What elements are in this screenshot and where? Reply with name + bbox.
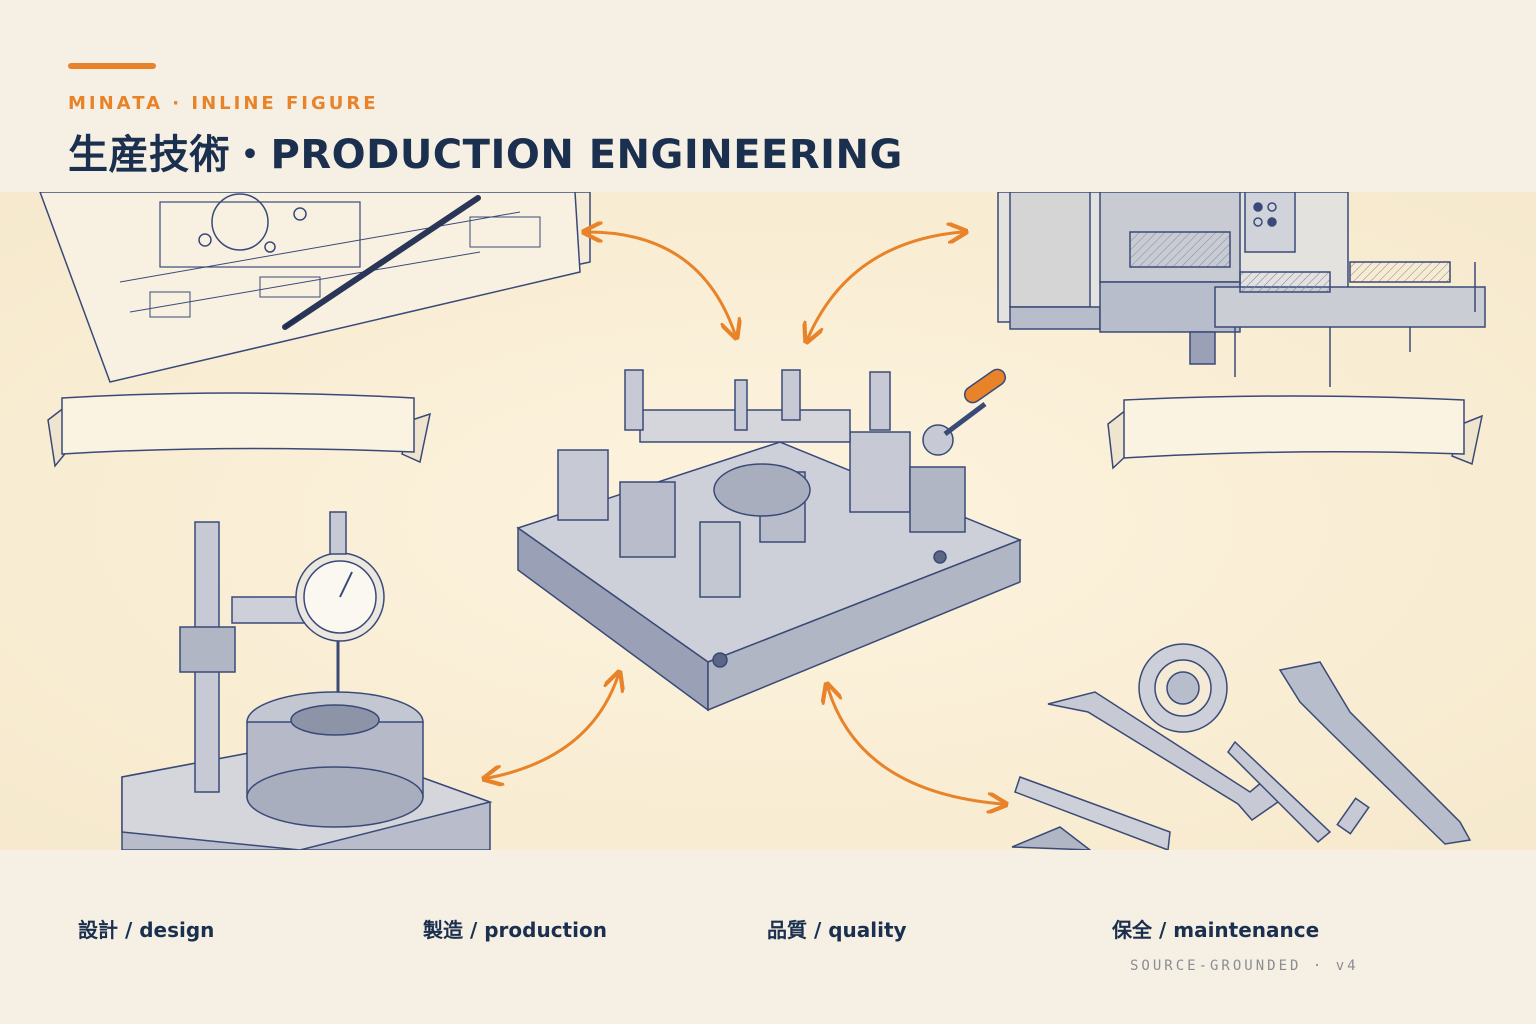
page-title: 生産技術・PRODUCTION ENGINEERING: [68, 132, 903, 178]
arrow-production: [808, 232, 962, 338]
eyebrow-label: MINATA · INLINE FIGURE: [68, 93, 379, 114]
dial-gauge-icon: [121, 511, 493, 850]
legend-item-design: 設計 / design: [78, 918, 215, 942]
blueprint-drawing-icon: [39, 192, 591, 383]
legend-item-quality: 品質 / quality: [767, 918, 907, 942]
accent-bar: [68, 63, 156, 69]
cnc-machine-icon: [997, 192, 1486, 387]
ribbon-banner-right: [1107, 395, 1484, 470]
ribbon-banner-left: [47, 392, 432, 468]
arrow-maintenance: [828, 688, 1002, 804]
footer-tag: SOURCE-GROUNDED · v4: [1130, 958, 1359, 974]
fixture-jig-icon: [516, 368, 1023, 712]
production-engineering-illustration: [0, 192, 1536, 850]
legend-item-production: 製造 / production: [423, 918, 607, 942]
legend-item-maintenance: 保全 / maintenance: [1112, 918, 1320, 942]
arrow-design: [588, 232, 735, 334]
tools-wrench-icon: [1011, 643, 1472, 850]
flow-arrows: [488, 232, 1002, 804]
arrow-quality: [488, 676, 618, 778]
